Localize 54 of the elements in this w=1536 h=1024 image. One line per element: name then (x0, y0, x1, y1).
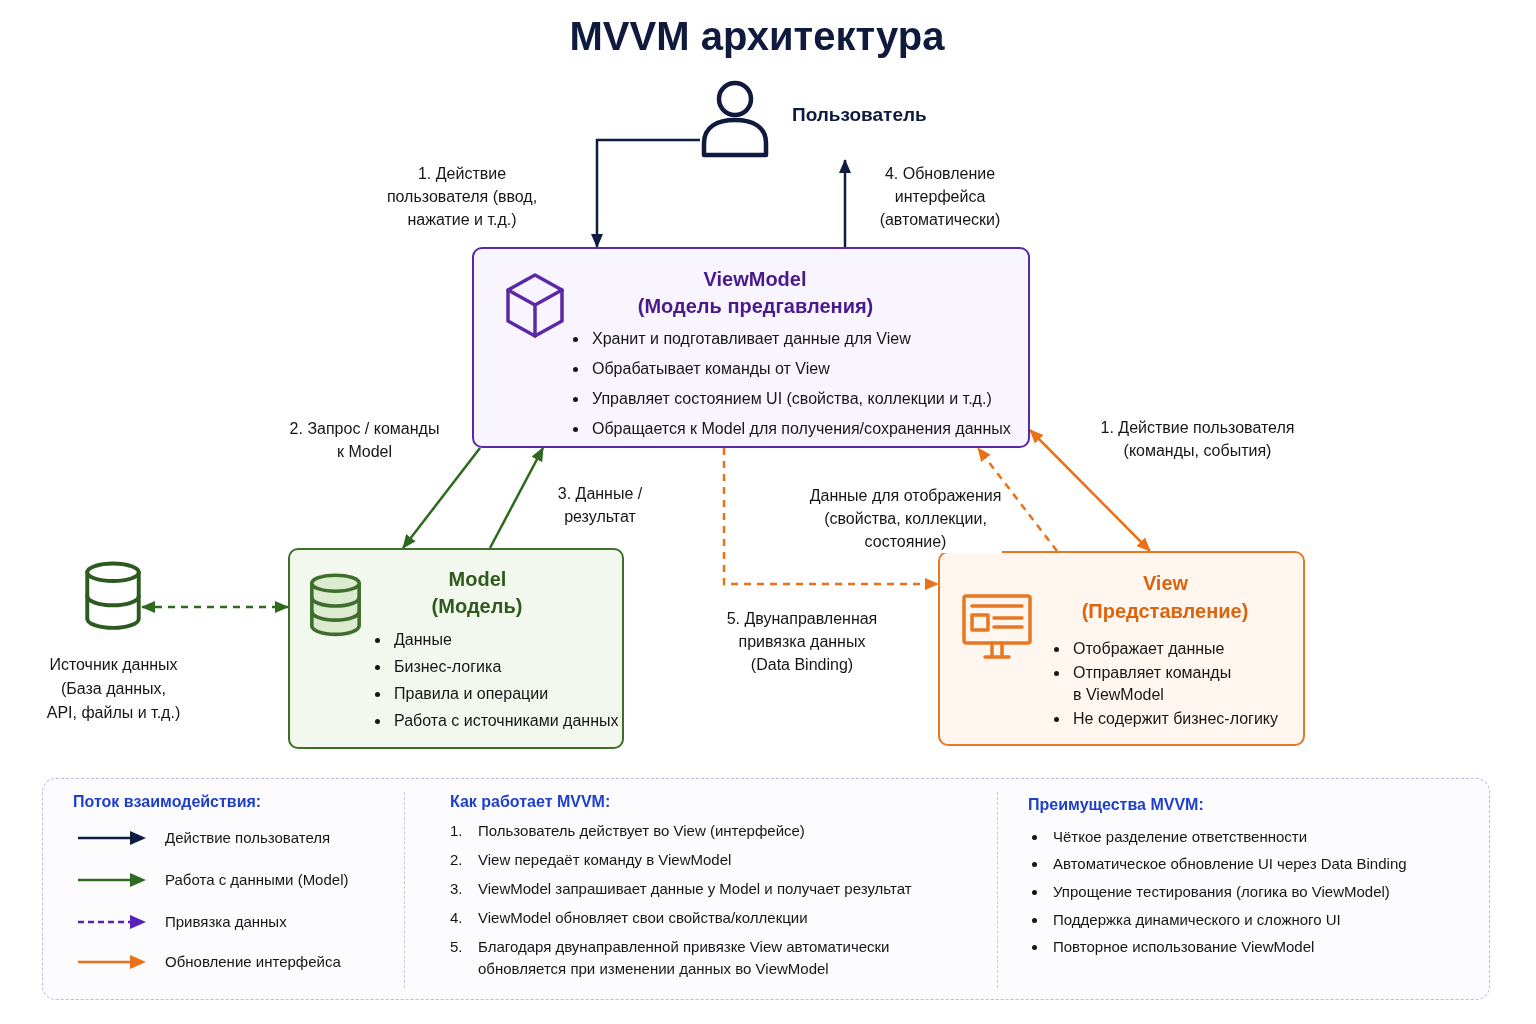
arrow (488, 447, 545, 549)
list-item: View передаёт команду в ViewModel (478, 850, 733, 870)
card-title: Model (448, 567, 507, 592)
list-item: Чёткое разделение ответственности (1053, 827, 1309, 847)
list-number: 4. (450, 908, 464, 928)
database-icon (84, 561, 142, 631)
list-item: ViewModel запрашивает данные у Model и получает результат (478, 879, 913, 899)
card-title: (Модель предгавления) (637, 294, 874, 319)
legend-label: Действие пользователя (165, 828, 332, 848)
legend-label: Обновление интерфейса (165, 952, 342, 972)
list-number: 5. (450, 937, 464, 957)
component-card (472, 247, 1030, 448)
component-card (288, 548, 624, 749)
dashed-arrow (977, 447, 1058, 552)
double-arrow (1029, 429, 1151, 552)
list-item: ViewModel обновляет свои свойства/коллекции (478, 908, 809, 928)
list-item: Работа с источниками данных (394, 711, 620, 731)
list-item: Автоматическое обновление UI через Data Binding (1053, 854, 1408, 874)
component-card (938, 551, 1305, 746)
list-item: Управляет состоянием UI (свойства, коллекции и т.д.) (592, 389, 993, 409)
list-number: 3. (450, 879, 464, 899)
card-title: (Представление) (1081, 599, 1249, 624)
arrow (402, 447, 481, 549)
list-item: Поддержка динамического и сложного UI (1053, 910, 1342, 930)
section-heading: Как работает MVVM: (450, 792, 612, 812)
list-number: 1. (450, 821, 464, 841)
section-heading: Преимущества MVVM: (1028, 795, 1205, 815)
list-item: Обрабатывает команды от View (592, 359, 831, 379)
list-item: Отображает данные (1073, 639, 1226, 659)
dashed-arrow (722, 448, 939, 590)
node-label: Пользователь (792, 103, 928, 127)
list-item: Пользователь действует во View (интерфейсе) (478, 821, 806, 841)
arrow (591, 138, 700, 248)
list-item: Отправляет команды в ViewModel (1073, 663, 1233, 705)
dashed-double-arrow (141, 601, 289, 613)
legend-label: Привязка данных (165, 912, 288, 932)
list-number: 2. (450, 850, 464, 870)
section-heading: Поток взаимодействия: (73, 792, 263, 812)
list-item: Не содержит бизнес-логику (1073, 709, 1280, 729)
card-title: (Модель) (431, 594, 523, 619)
list-item: Данные (394, 630, 453, 650)
list-item: Хранит и подготавливает данные для View (592, 329, 912, 349)
list-item: Благодаря двунаправленной привязке View автоматически обновляется при изменении данных во ViewModel (478, 937, 891, 979)
card-title: View (1142, 571, 1189, 596)
card-title: ViewModel (703, 267, 807, 292)
list-item: Бизнес-логика (394, 657, 503, 677)
list-item: Упрощение тестирования (логика во ViewModel) (1053, 882, 1391, 902)
legend-label: Работа с данными (Model) (165, 870, 350, 890)
diagram-title: MVVM архитектура (569, 13, 945, 60)
node-caption: Источник данных (База данных, API, файлы и т.д.) (46, 655, 181, 723)
list-item: Обращается к Model для получения/сохранения данных (592, 419, 1012, 439)
list-item: Правила и операции (394, 684, 550, 704)
arrow (839, 159, 851, 247)
list-item: Повторное использование ViewModel (1053, 937, 1316, 957)
